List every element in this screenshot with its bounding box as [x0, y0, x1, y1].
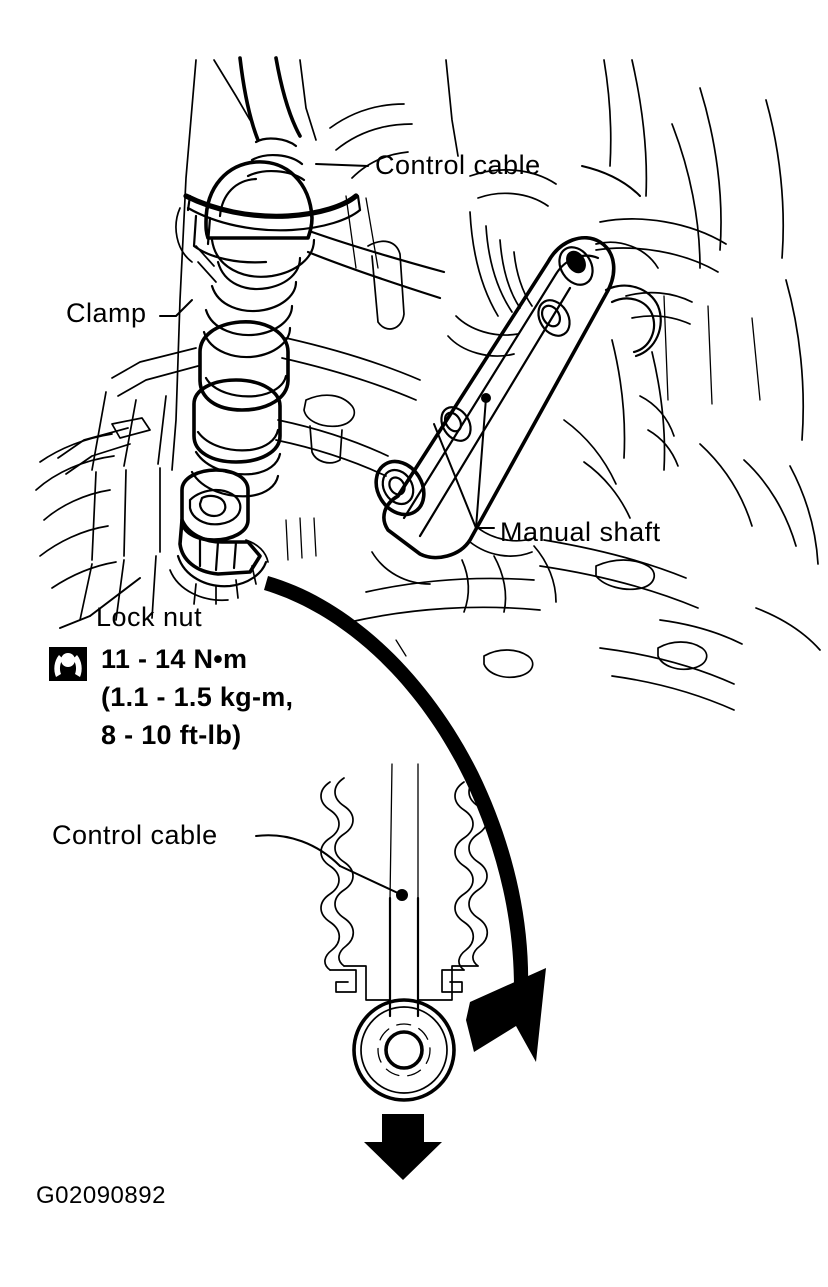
leader-control-cable-top-right — [581, 165, 641, 197]
torque-line-nm: 11 - 14 N•m — [101, 644, 248, 674]
callout-clamp: Clamp — [66, 298, 147, 328]
torque-specification: 11 - 14 N•m (1.1 - 1.5 kg-m, 8 - 10 ft-l… — [48, 640, 293, 754]
control-cable-upper-assembly — [169, 56, 446, 605]
leader-control-cable-bottom — [255, 834, 341, 867]
cable-detail-enlarged — [320, 763, 489, 1180]
torque-wrench-icon — [49, 647, 87, 681]
callout-control-cable-top: Control cable — [375, 150, 541, 180]
callout-control-cable-bottom: Control cable — [52, 820, 218, 850]
torque-line-kgm: (1.1 - 1.5 kg-m, — [101, 682, 294, 712]
manual-shaft-lever — [371, 236, 662, 613]
leader-lines — [59, 163, 641, 901]
leader-clamp — [159, 299, 193, 317]
callout-lock-nut: Lock nut — [96, 602, 203, 632]
torque-line-ftlb: 8 - 10 ft-lb) — [101, 720, 242, 750]
pull-direction-arrow — [364, 1114, 442, 1180]
leader-lock-nut — [59, 615, 91, 629]
zoom-callout-arrow — [264, 576, 546, 1062]
leader-control-cable-top — [315, 163, 369, 167]
torque-values: 11 - 14 N•m (1.1 - 1.5 kg-m, 8 - 10 ft-l… — [101, 640, 293, 754]
figure-id: G02090892 — [36, 1182, 166, 1209]
transmission-housing-background — [35, 59, 821, 711]
callout-manual-shaft: Manual shaft — [500, 517, 661, 547]
